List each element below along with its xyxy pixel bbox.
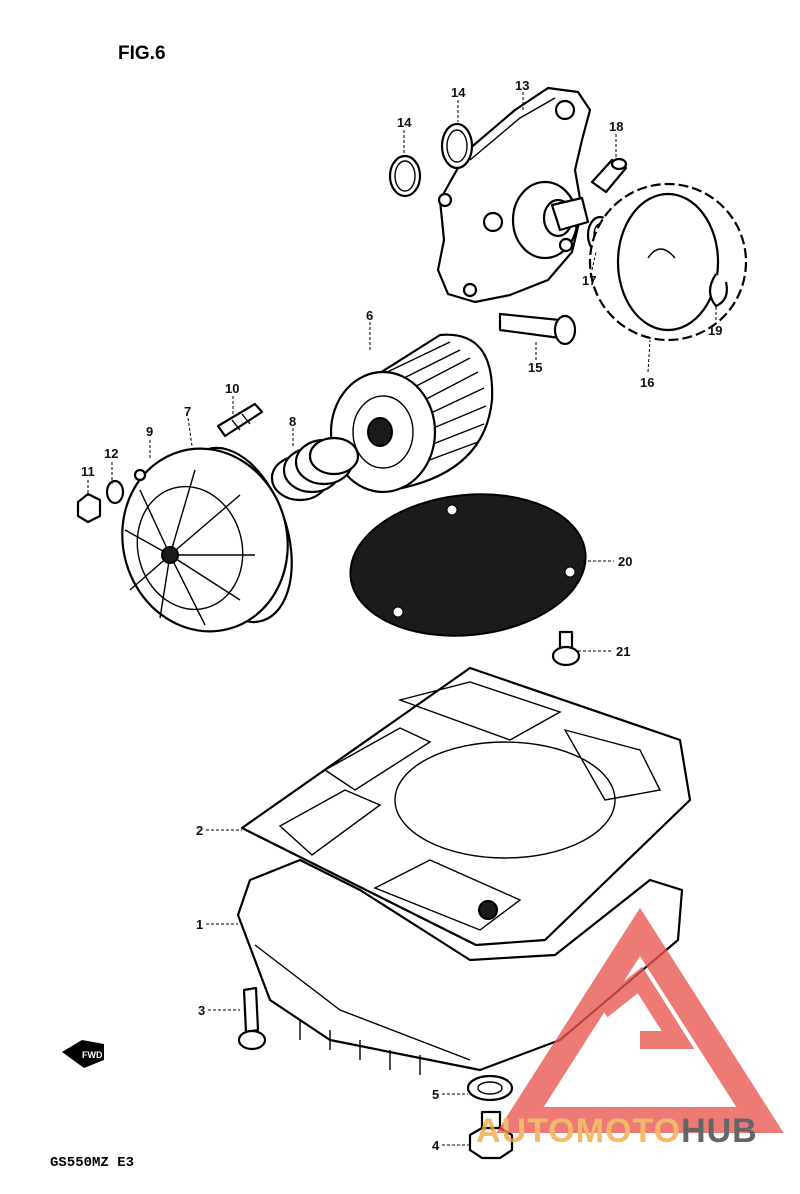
- bolt-15: [498, 312, 577, 346]
- oil-pan-gasket-2: [240, 666, 692, 947]
- bolt-21: [551, 630, 581, 667]
- front-direction-marker: FWD: [62, 1040, 104, 1068]
- oil-filter-6: [329, 333, 494, 494]
- figure-title: FIG.6: [118, 43, 166, 64]
- watermark-part2: HUB: [681, 1112, 758, 1150]
- front-marker-label: FWD: [82, 1050, 103, 1060]
- callout-10: 10: [225, 381, 239, 396]
- callout-9: 9: [146, 424, 153, 439]
- callout-2: 2: [196, 823, 203, 838]
- washer-5: [466, 1074, 514, 1102]
- pump-gear-16: [588, 182, 748, 342]
- nut-11: [76, 492, 102, 524]
- callout-21: 21: [616, 644, 630, 659]
- callout-20: 20: [618, 554, 632, 569]
- watermark-text: AUTOMOTOHUB: [476, 1112, 758, 1150]
- bolt-3: [237, 986, 267, 1051]
- callout-19: 19: [708, 323, 722, 338]
- callout-5: 5: [432, 1087, 439, 1102]
- callout-1: 1: [196, 917, 203, 932]
- pin-18: [590, 157, 628, 194]
- callout-4: 4: [432, 1138, 440, 1153]
- circlip-19: [708, 273, 728, 308]
- callout-15: 15: [528, 360, 542, 375]
- watermark-part1: AUTOMOTO: [476, 1112, 681, 1150]
- watermark-logo: AUTOMOTOHUB: [476, 907, 784, 1150]
- callout-leaders: [87, 92, 717, 1146]
- callout-7: 7: [184, 404, 191, 419]
- callout-14a: 14: [451, 85, 466, 100]
- callout-17: 17: [582, 273, 596, 288]
- filter-cover-9: [121, 447, 289, 633]
- model-code: GS550MZ E3: [50, 1155, 134, 1171]
- washer-12: [105, 479, 125, 505]
- callout-8: 8: [289, 414, 296, 429]
- callout-12: 12: [104, 446, 118, 461]
- gasket-20: [349, 493, 587, 637]
- callout-3: 3: [198, 1003, 205, 1018]
- callout-6: 6: [366, 308, 373, 323]
- callout-18: 18: [609, 119, 623, 134]
- oil-pump-body: [436, 86, 592, 304]
- bolt-10: [216, 402, 264, 438]
- spring-8: [270, 436, 360, 502]
- callout-13: 13: [515, 78, 529, 93]
- callout-16: 16: [640, 375, 654, 390]
- callout-11: 11: [81, 464, 95, 479]
- callout-14b: 14: [397, 115, 412, 130]
